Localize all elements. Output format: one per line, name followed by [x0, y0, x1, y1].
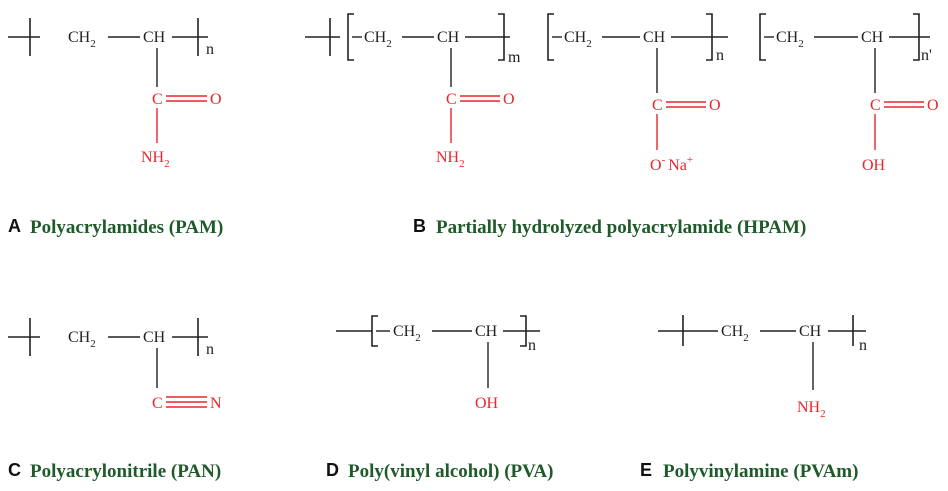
- ch-group: CH: [475, 323, 498, 340]
- bracket-right: [520, 315, 527, 347]
- repeat-subscript-n: n: [716, 47, 724, 64]
- caption-name: Polyvinylamine (PVAm): [663, 461, 858, 482]
- structure-pan: CH2 CH n C N: [8, 318, 222, 412]
- bracket-right: [913, 13, 920, 61]
- caption-letter: A: [8, 216, 21, 236]
- repeat-subscript: n: [206, 41, 214, 58]
- ch2-group: CH2: [364, 29, 392, 50]
- ch2-group: CH2: [393, 323, 421, 344]
- nitrile-nitrogen: N: [210, 395, 222, 412]
- carboxylate-carbon: C: [652, 97, 663, 114]
- ch-group: CH: [799, 323, 822, 340]
- repeat-subscript-n-prime: n': [921, 47, 932, 64]
- ch-group: CH: [143, 329, 166, 346]
- caption-name: Partially hydrolyzed polyacrylamide (HPA…: [436, 217, 806, 238]
- caption-letter: E: [640, 460, 652, 480]
- carbonyl-oxygen: O: [503, 91, 515, 108]
- caption-letter: C: [8, 460, 21, 480]
- caption-name: Polyacrylonitrile (PAN): [30, 461, 221, 482]
- ch2-group: CH2: [564, 29, 592, 50]
- bracket-left: [371, 315, 378, 347]
- structure-pam: CH2 CH n C O NH2: [8, 18, 222, 170]
- ch-group: CH: [643, 29, 666, 46]
- nitrile-carbon: C: [152, 395, 163, 412]
- amide-nh2: NH2: [141, 149, 170, 170]
- sodium-carboxylate: O-Na+: [650, 154, 693, 174]
- repeat-subscript-m: m: [508, 49, 521, 66]
- caption-hpam: B Partially hydrolyzed polyacrylamide (H…: [413, 216, 806, 238]
- caption-letter: D: [326, 460, 339, 480]
- structure-pvam: CH2 CH n NH2: [658, 315, 867, 420]
- carbonyl-carbon: C: [446, 91, 457, 108]
- ch2-group: CH2: [68, 329, 96, 350]
- structure-pva: CH2 CH n OH: [336, 315, 540, 412]
- ch2-group: CH2: [721, 323, 749, 344]
- caption-name: Poly(vinyl alcohol) (PVA): [348, 461, 553, 482]
- ch2-group: CH2: [68, 29, 96, 50]
- carboxyl-carbon: C: [870, 97, 881, 114]
- carbonyl-oxygen: O: [210, 91, 222, 108]
- caption-pvam: E Polyvinylamine (PVAm): [640, 460, 858, 482]
- ch2-group: CH2: [776, 29, 804, 50]
- bracket-left: [347, 13, 354, 61]
- bracket-right: [706, 13, 713, 61]
- structure-hpam: CH2 CH m C O NH2 CH2 CH n C O O-Na+ CH2 …: [305, 13, 939, 174]
- carboxylate-oxygen: O: [709, 97, 721, 114]
- ch-group: CH: [437, 29, 460, 46]
- bracket-right: [498, 13, 505, 61]
- carboxyl-oh: OH: [862, 157, 886, 174]
- hydroxyl-oh: OH: [475, 395, 499, 412]
- ch-group: CH: [143, 29, 166, 46]
- caption-letter: B: [413, 216, 426, 236]
- caption-pan: C Polyacrylonitrile (PAN): [8, 460, 221, 482]
- repeat-subscript: n: [859, 337, 867, 354]
- bracket-left: [547, 13, 554, 61]
- amine-nh2: NH2: [797, 399, 826, 420]
- caption-pva: D Poly(vinyl alcohol) (PVA): [326, 460, 553, 482]
- bracket-left: [759, 13, 766, 61]
- ch-group: CH: [861, 29, 884, 46]
- repeat-subscript: n: [206, 341, 214, 358]
- carbonyl-carbon: C: [152, 91, 163, 108]
- amide-nh2: NH2: [436, 149, 465, 170]
- caption-name: Polyacrylamides (PAM): [30, 217, 223, 238]
- carboxyl-oxygen: O: [927, 97, 939, 114]
- caption-pam: A Polyacrylamides (PAM): [8, 216, 223, 238]
- repeat-subscript: n: [528, 337, 536, 354]
